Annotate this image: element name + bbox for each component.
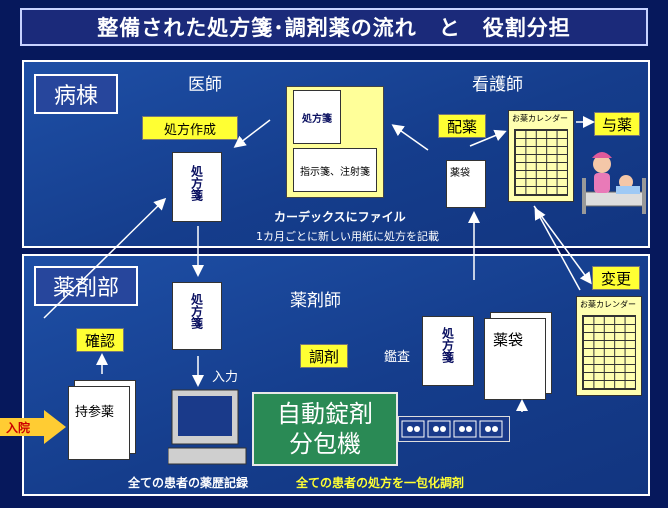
pharmacy-bag: 薬袋	[484, 318, 546, 400]
computer-icon	[168, 389, 247, 465]
auto-tablet-packager: 自動錠剤 分包機	[252, 392, 398, 466]
ward-label: 病棟	[34, 74, 118, 114]
patient-bed-icon	[582, 152, 646, 214]
doctor-role: 医師	[188, 75, 222, 95]
ward-bag-label: 薬袋	[450, 168, 470, 179]
admission-arrow-icon	[0, 410, 66, 444]
distribute-label: 配薬	[438, 114, 486, 138]
kardex-rx-sheet: 処方箋	[293, 90, 341, 144]
pharmacy-bag-label: 薬袋	[493, 331, 524, 349]
kardex-order-sheet: 指示箋、注射箋	[293, 148, 377, 192]
machine-line-1: 自動錠剤	[277, 400, 373, 428]
audit-label: 鑑査	[384, 350, 411, 365]
input-label: 入力	[212, 370, 239, 385]
administer-label: 与薬	[594, 112, 640, 136]
ward-calendar-header: お薬カレンダー	[512, 114, 568, 123]
ward-bag: 薬袋	[446, 160, 486, 208]
records-caption: 全ての患者の薬歴記録	[128, 476, 249, 490]
ward-calendar: お薬カレンダー	[508, 110, 574, 202]
change-label: 変更	[592, 266, 640, 290]
audit-rx-slip: 処方箋	[422, 316, 474, 386]
pharmacy-calendar: お薬カレンダー	[576, 296, 642, 396]
machine-line-2: 分包機	[289, 430, 361, 458]
pharmacy-rx-slip: 処方箋	[172, 282, 222, 350]
ward-rx-slip: 処方箋	[172, 152, 222, 222]
admission-label: 入院	[6, 421, 31, 435]
unit-dose-caption: 全ての患者の処方を一包化調剤	[296, 476, 465, 490]
tablet-packets-icon	[401, 420, 503, 438]
dispense-label: 調剤	[300, 344, 348, 368]
kardex-subcaption: 1カ月ごとに新しい用紙に処方を記載	[256, 230, 439, 243]
brought-med-label: 持参薬	[75, 405, 115, 420]
confirm-label: 確認	[76, 328, 124, 352]
pharmacist-role: 薬剤師	[290, 291, 341, 311]
write-rx-label: 処方作成	[142, 116, 238, 140]
brought-med: 持参薬	[68, 386, 130, 460]
nurse-role: 看護師	[472, 75, 523, 95]
pharmacy-label: 薬剤部	[34, 266, 138, 306]
kardex-caption: カーデックスにファイル	[274, 210, 406, 224]
page-title: 整備された処方箋･調剤薬の流れ と 役割分担	[20, 8, 648, 46]
pharmacy-calendar-header: お薬カレンダー	[580, 300, 636, 309]
